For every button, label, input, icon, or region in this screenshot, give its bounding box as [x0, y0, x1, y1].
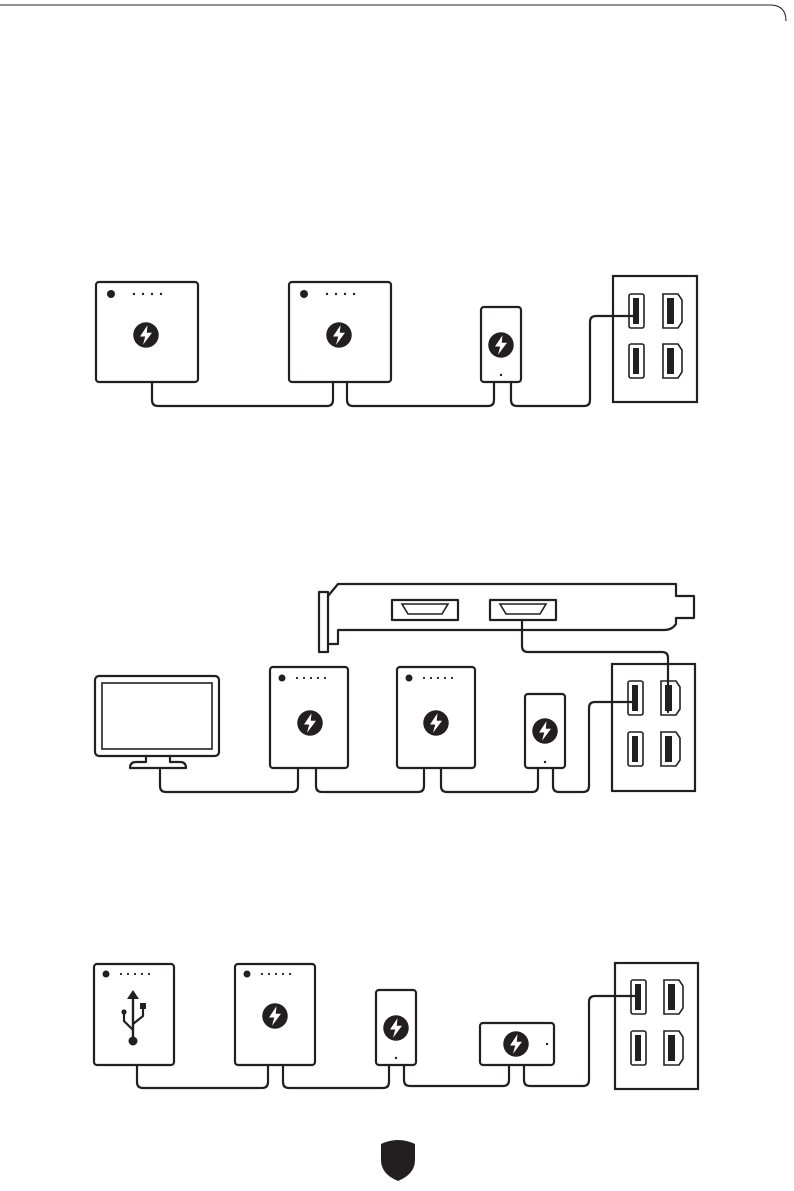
- thunderbolt-storage-device: [96, 282, 198, 382]
- thunderbolt-storage-device: [289, 282, 391, 382]
- usb-device: [94, 964, 174, 1065]
- cable: [137, 1065, 268, 1088]
- cable: [283, 1065, 389, 1088]
- thunderbolt-dock: [480, 1023, 554, 1065]
- thunderbolt-icon: [383, 1015, 409, 1041]
- thunderbolt-storage-device: [235, 964, 315, 1065]
- thunderbolt-icon: [133, 322, 159, 348]
- thunderbolt-portable-device: [481, 307, 521, 382]
- monitor: [95, 676, 219, 768]
- thunderbolt-icon: [326, 322, 352, 348]
- cable: [404, 1065, 509, 1086]
- thunderbolt-storage-device: [397, 667, 475, 768]
- cable: [316, 768, 424, 792]
- thunderbolt-icon: [503, 1031, 529, 1057]
- displayport-connector: [490, 600, 556, 620]
- thunderbolt-icon: [423, 710, 449, 736]
- diagram-thunderbolt-daisy-chain-2: [0, 578, 794, 800]
- thunderbolt-portable-device: [525, 694, 565, 768]
- diagram-thunderbolt-daisy-chain-3: [0, 958, 794, 1098]
- thunderbolt-icon: [532, 718, 558, 744]
- shield-logo-icon: [378, 1138, 418, 1182]
- cable: [152, 382, 333, 406]
- diagram-thunderbolt-daisy-chain-1: [0, 270, 794, 415]
- top-rule: [0, 3, 794, 25]
- thunderbolt-portable-device: [376, 990, 416, 1065]
- cable: [160, 768, 298, 792]
- thunderbolt-icon: [297, 710, 323, 736]
- io-panel: [615, 963, 698, 1089]
- thunderbolt-storage-device: [270, 667, 348, 768]
- cable: [441, 768, 538, 792]
- io-panel: [613, 276, 697, 402]
- thunderbolt-icon: [262, 1003, 288, 1029]
- cable: [347, 382, 494, 406]
- io-panel: [612, 664, 695, 791]
- graphics-card: [319, 584, 694, 652]
- thunderbolt-icon: [488, 332, 514, 358]
